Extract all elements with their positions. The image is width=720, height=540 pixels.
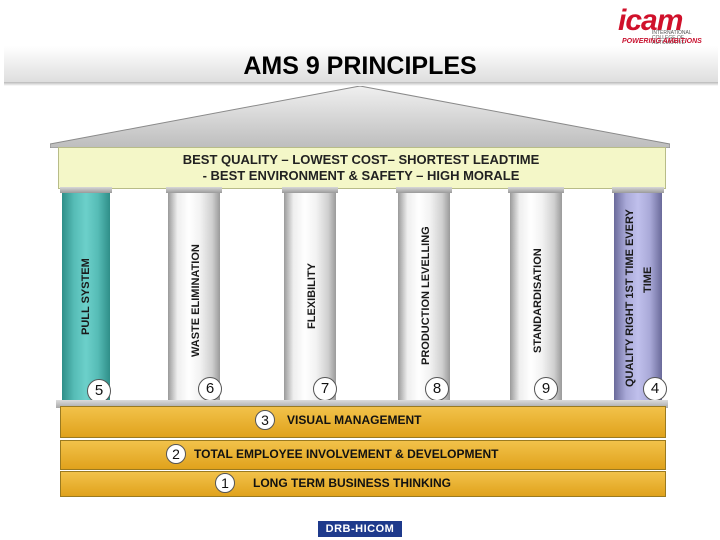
pillar-flexibility: FLEXIBILITY — [284, 193, 336, 407]
foundation-label: VISUAL MANAGEMENT — [287, 413, 422, 427]
foundation-number-badge: 3 — [255, 410, 275, 430]
pillar-number-badge: 8 — [425, 377, 449, 401]
pillar-capital — [282, 187, 338, 193]
pillar-label: FLEXIBILITY — [306, 263, 318, 329]
drb-hicom-logo: DRB-HICOM — [318, 521, 402, 537]
icam-logo: icam INTERNATIONAL COLLEGE OF AUTOMOTIVE… — [612, 4, 712, 50]
foundation-label: TOTAL EMPLOYEE INVOLVEMENT & DEVELOPMENT — [194, 447, 499, 461]
pillar-base — [56, 400, 668, 408]
pillar-label-line-2: TIME — [642, 266, 654, 293]
foundation-label: LONG TERM BUSINESS THINKING — [253, 476, 452, 490]
goals-banner-line-2: - BEST ENVIRONMENT & SAFETY – HIGH MORAL… — [202, 168, 520, 183]
pillar-standardisation: STANDARDISATION — [510, 193, 562, 407]
page-title: AMS 9 PRINCIPLES — [243, 52, 477, 80]
foundation-step-long-term-thinking — [60, 471, 666, 497]
pillar-capital — [166, 187, 222, 193]
pillar-capital — [396, 187, 452, 193]
pillar-number-badge: 4 — [643, 377, 667, 401]
foundation-number-badge: 1 — [215, 473, 235, 493]
pillar-pull-system: PULL SYSTEM — [62, 193, 110, 407]
pillar-quality-right-first-time: QUALITY RIGHT 1ST TIME EVERY TIME — [614, 193, 662, 407]
title-bar — [4, 46, 718, 86]
icam-logo-small-tagline: INTERNATIONAL COLLEGE OF AUTOMOTIVE — [652, 30, 692, 46]
pillar-label-line-1: QUALITY RIGHT 1ST TIME EVERY — [624, 209, 636, 387]
pillar-capital — [612, 187, 664, 193]
pillar-number-badge: 7 — [313, 377, 337, 401]
pillar-capital — [60, 187, 112, 193]
goals-banner-line-1: BEST QUALITY – LOWEST COST– SHORTEST LEA… — [182, 152, 540, 167]
pillar-label: WASTE ELIMINATION — [190, 244, 202, 357]
pillar-waste-elimination: WASTE ELIMINATION — [168, 193, 220, 407]
icam-logo-mark: icam — [618, 4, 683, 37]
pillar-number-badge: 5 — [87, 379, 111, 403]
pillar-production-levelling: PRODUCTION LEVELLING — [398, 193, 450, 407]
roof-pediment — [50, 86, 670, 148]
pillar-number-badge: 9 — [534, 377, 558, 401]
foundation-number-badge: 2 — [166, 444, 186, 464]
foundation-step-visual-management — [60, 406, 666, 438]
foundation-step-employee-involvement — [60, 440, 666, 470]
pillar-label: STANDARDISATION — [532, 248, 544, 353]
pillar-number-badge: 6 — [198, 377, 222, 401]
pillar-label: PULL SYSTEM — [80, 258, 92, 335]
pillar-capital — [508, 187, 564, 193]
goals-banner — [58, 147, 666, 189]
icam-logo-tagline: POWERING AMBITIONS — [622, 38, 702, 45]
pillar-label: PRODUCTION LEVELLING — [420, 226, 432, 365]
